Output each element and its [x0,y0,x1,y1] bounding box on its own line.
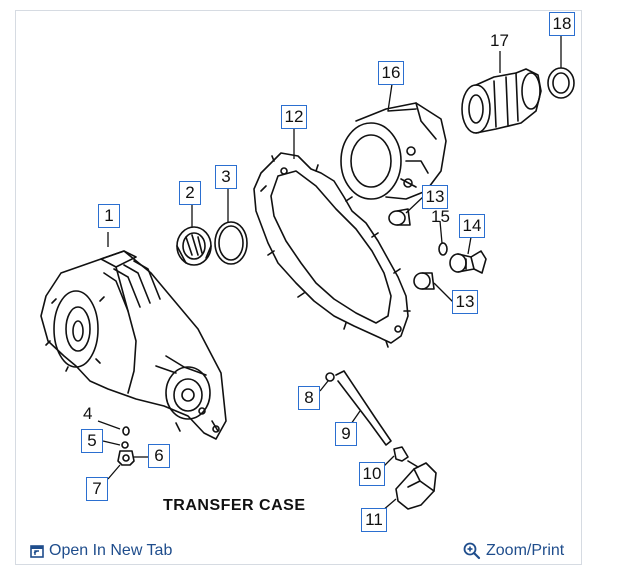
switch-part [449,250,487,274]
leader-line-13b [433,282,454,303]
label-17: 17 [490,31,509,50]
leader-line-5 [102,440,121,446]
zoom-print-label: Zoom/Print [486,542,565,559]
diagram-caption: TRANSFER CASE [163,497,306,514]
leader-line-16 [387,83,393,112]
image-actions-bar: Open In New Tab Zoom/Print [16,540,581,564]
leader-line-4 [97,420,121,430]
zoom-icon [463,542,481,560]
callout-18: 18 [549,12,575,36]
callout-5: 5 [81,429,103,453]
tube-o-ring-part [325,372,335,382]
callout-1: 1 [98,204,120,228]
open-new-tab-icon [30,544,44,558]
diagram-frame: 1 2 3 4 5 6 7 8 9 10 11 12 13 13 14 15 1… [15,10,582,565]
seal-part [547,67,575,99]
o-ring-part [438,242,448,256]
leader-line-8 [319,380,329,392]
tube-part [335,370,392,446]
callout-2: 2 [179,181,201,205]
callout-7: 7 [86,477,108,501]
transfer-case-diagram [40,36,575,512]
open-new-tab-label: Open In New Tab [49,542,173,559]
front-case-housing-part [40,250,227,440]
callout-8: 8 [298,386,320,410]
vent-fitting-parts [117,426,135,466]
output-cover-part [461,68,542,134]
plug-upper-part [388,208,411,226]
callout-9: 9 [335,422,357,446]
callout-13-lower: 13 [452,290,478,314]
leader-line-15 [439,220,443,244]
callout-3: 3 [215,165,237,189]
label-15: 15 [431,207,450,226]
callout-11: 11 [361,508,387,532]
zoom-print-link[interactable]: Zoom/Print [463,542,564,560]
callout-10: 10 [359,462,385,486]
leader-line-13a [405,195,425,214]
callout-16: 16 [378,61,404,85]
bearing-part [176,226,212,266]
leader-line-7 [107,464,121,480]
plug-lower-part [413,272,435,290]
connector-part [395,460,437,510]
callout-13-upper: 13 [422,185,448,209]
fitting-part [393,446,409,462]
leader-line-14 [467,236,472,255]
snap-ring-part [214,221,248,265]
open-new-tab-link[interactable]: Open In New Tab [30,542,172,560]
leader-line-9 [350,410,361,425]
label-4: 4 [83,404,93,423]
rear-case-plate-part [253,152,411,348]
callout-6: 6 [148,444,170,468]
callout-12: 12 [281,105,307,129]
extension-housing-part [340,102,447,200]
callout-14: 14 [459,214,485,238]
